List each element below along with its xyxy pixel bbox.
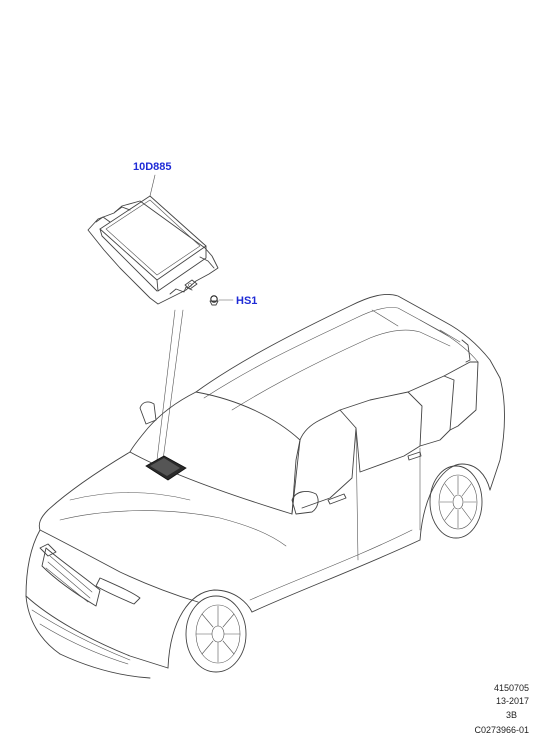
reference-number: 4150705 [493,683,529,693]
module-location-marker [145,455,187,481]
vehicle-outline [25,294,505,679]
callout-hs1-label[interactable]: HS1 [236,295,258,307]
screw-hs1[interactable] [209,295,234,306]
control-module[interactable] [87,174,219,305]
location-leader-1 [162,309,184,461]
reference-illustration-id: C0273966-01 [474,725,529,735]
callout-10d885-label[interactable]: 10D885 [133,161,172,173]
reference-date: 13-2017 [495,696,529,706]
location-leader-2 [156,309,176,461]
module-leader-line [149,174,156,197]
reference-section: 3B [505,710,517,720]
